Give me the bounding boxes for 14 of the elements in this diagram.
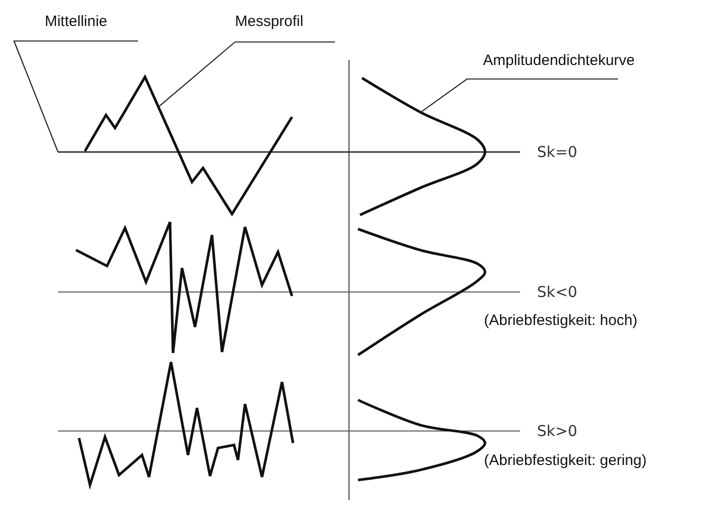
leader-line xyxy=(13,40,138,152)
mean-line xyxy=(58,151,520,153)
skewness-label: Sk>0 xyxy=(537,422,578,440)
roughness-profile xyxy=(84,74,294,216)
callout-label: Mittellinie xyxy=(14,13,138,41)
leader-line xyxy=(420,78,618,113)
note-text: (Abriebfestigkeit: gering) xyxy=(484,452,647,470)
skewness-label: Sk<0 xyxy=(537,283,578,301)
leader-line xyxy=(158,41,335,108)
callout-label: Messprofil xyxy=(235,13,383,42)
skewness-label: Sk=0 xyxy=(537,143,578,161)
density-curve xyxy=(359,76,486,216)
callout-label: Amplitudendichtekurve xyxy=(467,52,712,79)
note-text: (Abriebfestigkeit: hoch) xyxy=(484,312,638,330)
